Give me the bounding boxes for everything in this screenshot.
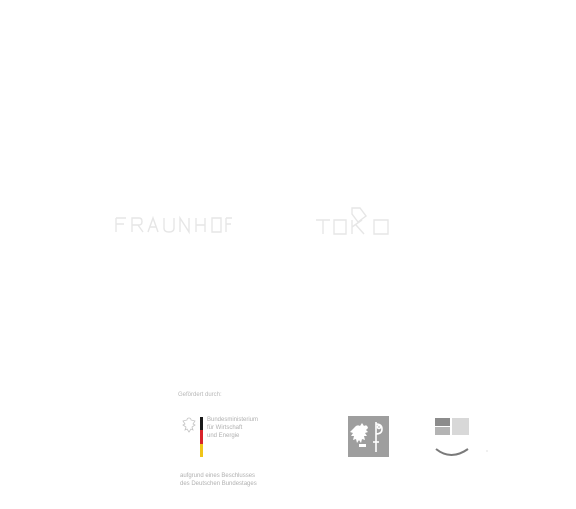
federal-eagle-icon (182, 417, 196, 433)
ministry-line: Bundesministerium (207, 417, 259, 423)
coat-of-arms-icon (348, 416, 389, 457)
funding-caption: Gefördert durch: (178, 392, 222, 398)
ministry-line: und Energie (207, 433, 240, 439)
decision-line: des Deutschen Bundestages (180, 481, 257, 487)
bundestag-decision: aufgrund eines Beschlusses des Deutschen… (180, 472, 280, 488)
wordmark-logo-left (115, 215, 232, 235)
squares-smile-icon (435, 418, 488, 456)
ministry-line: für Wirtschaft (207, 425, 243, 431)
decision-line: aufgrund eines Beschlusses (180, 473, 256, 479)
ministry-name: Bundesministerium für Wirtschaft und Ene… (207, 416, 277, 440)
german-flag-bar (200, 417, 203, 457)
funding-notice: Gefördert durch: Bundesministerium für W… (178, 392, 278, 492)
wordmark-logo-right (316, 207, 389, 235)
